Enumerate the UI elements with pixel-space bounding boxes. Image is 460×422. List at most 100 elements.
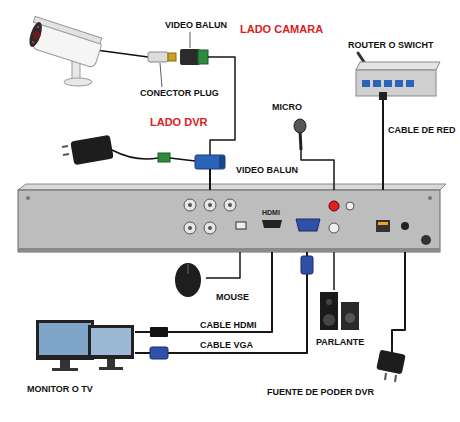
dvr-top (18, 184, 446, 190)
cable-connector (392, 252, 405, 345)
usb-port (236, 222, 246, 229)
connector-layer (135, 57, 405, 353)
speaker-box (320, 292, 338, 330)
hdmi-plug (150, 327, 168, 337)
balun-body (195, 155, 225, 169)
screw (428, 196, 432, 200)
router-port (373, 80, 381, 87)
bnc-tip (168, 53, 176, 61)
camera-body (26, 16, 104, 68)
bullet-camera (26, 16, 148, 86)
device-node: FUENTE DE PODER DVR (372, 345, 412, 383)
bnc-pin (208, 203, 212, 207)
camera-lens (32, 30, 42, 40)
camera-cable (96, 50, 148, 57)
device-label: MICRO (272, 102, 302, 112)
cable-connector (135, 252, 272, 332)
dvr-base (18, 248, 440, 252)
bnc-port (184, 222, 196, 234)
cable-connector (209, 169, 211, 190)
power-adapter (62, 135, 195, 166)
supply-prong (395, 375, 396, 382)
power-jack (401, 222, 409, 230)
router-port (395, 80, 403, 87)
cable-connector (206, 252, 240, 278)
router-front (356, 70, 436, 96)
supply-body (376, 350, 406, 375)
side-label: CONECTOR PLUG (140, 88, 219, 98)
dvr-panel (18, 190, 440, 252)
mic-head (294, 119, 306, 133)
adapter-prong (62, 146, 68, 147)
lan-led (378, 222, 388, 225)
leader-line (190, 32, 191, 48)
monitor-base (52, 368, 78, 371)
device-label: MONITOR O TV (27, 384, 93, 394)
balun-body (180, 49, 200, 65)
lan-port (376, 220, 390, 232)
balun-end (219, 156, 225, 168)
mouse-device (175, 263, 201, 297)
bnc-pin (188, 203, 192, 207)
cable-label: CABLE DE RED (388, 125, 456, 135)
device-node: VIDEO BALUN (195, 155, 225, 169)
router-port (384, 80, 392, 87)
bnc-pin (208, 226, 212, 230)
adapter-cable (112, 150, 158, 159)
power-connector (158, 153, 170, 162)
dvr-balun (195, 155, 225, 169)
mouse-body (175, 263, 201, 297)
monitor-base (99, 367, 123, 370)
device-label: HDMI (262, 209, 280, 217)
leader-line (160, 63, 162, 87)
power-switch (421, 235, 431, 245)
cable-connector (301, 150, 334, 190)
router-port (406, 80, 414, 87)
router-port (362, 80, 370, 87)
power-supply (376, 345, 406, 382)
cable-connector (135, 252, 307, 353)
cable-label: CABLE HDMI (200, 320, 257, 330)
supply-prong (385, 373, 386, 380)
device-node: HDMI (18, 190, 440, 252)
device-label: MOUSE (216, 292, 249, 302)
monitor-screen (91, 328, 131, 355)
monitor-stand (60, 360, 70, 368)
adapter-cable (170, 158, 195, 161)
device-label: VIDEO BALUN (236, 165, 298, 175)
mouse-button-line (188, 264, 189, 274)
cable-connector (208, 57, 235, 155)
device-node: MOUSE (172, 262, 206, 298)
speaker-woofer (323, 314, 335, 326)
ir-led (32, 41, 35, 44)
device-label: VIDEO BALUN (165, 20, 227, 30)
cable-label: CABLE VGA (200, 340, 253, 350)
bnc-port (204, 199, 216, 211)
camera-balun (148, 32, 208, 87)
monitor-frame (36, 320, 94, 360)
bnc-plug (148, 52, 168, 62)
router-top (356, 62, 440, 70)
network-plug (379, 92, 387, 100)
device-node: MICRO (288, 118, 314, 150)
ir-led (37, 25, 40, 28)
camera-front (27, 21, 45, 49)
adapter-prong (63, 154, 69, 155)
screw (26, 196, 30, 200)
dvr-recorder (18, 184, 446, 252)
device-node: ROUTER O SWICHT (355, 60, 440, 100)
rca-port (346, 202, 354, 210)
speaker-device (320, 292, 359, 330)
sun-shield (33, 16, 101, 43)
hdmi-port (262, 220, 282, 228)
supply-cable (391, 345, 393, 353)
device-node: MONITOR O TV (35, 318, 135, 372)
balun-terminal (198, 50, 208, 64)
speaker-tweeter (326, 299, 332, 305)
camera-base (64, 78, 92, 86)
side-label: LADO DVR (150, 116, 207, 129)
adapter-body (70, 135, 114, 166)
bnc-port (224, 199, 236, 211)
bnc-pin (188, 226, 192, 230)
